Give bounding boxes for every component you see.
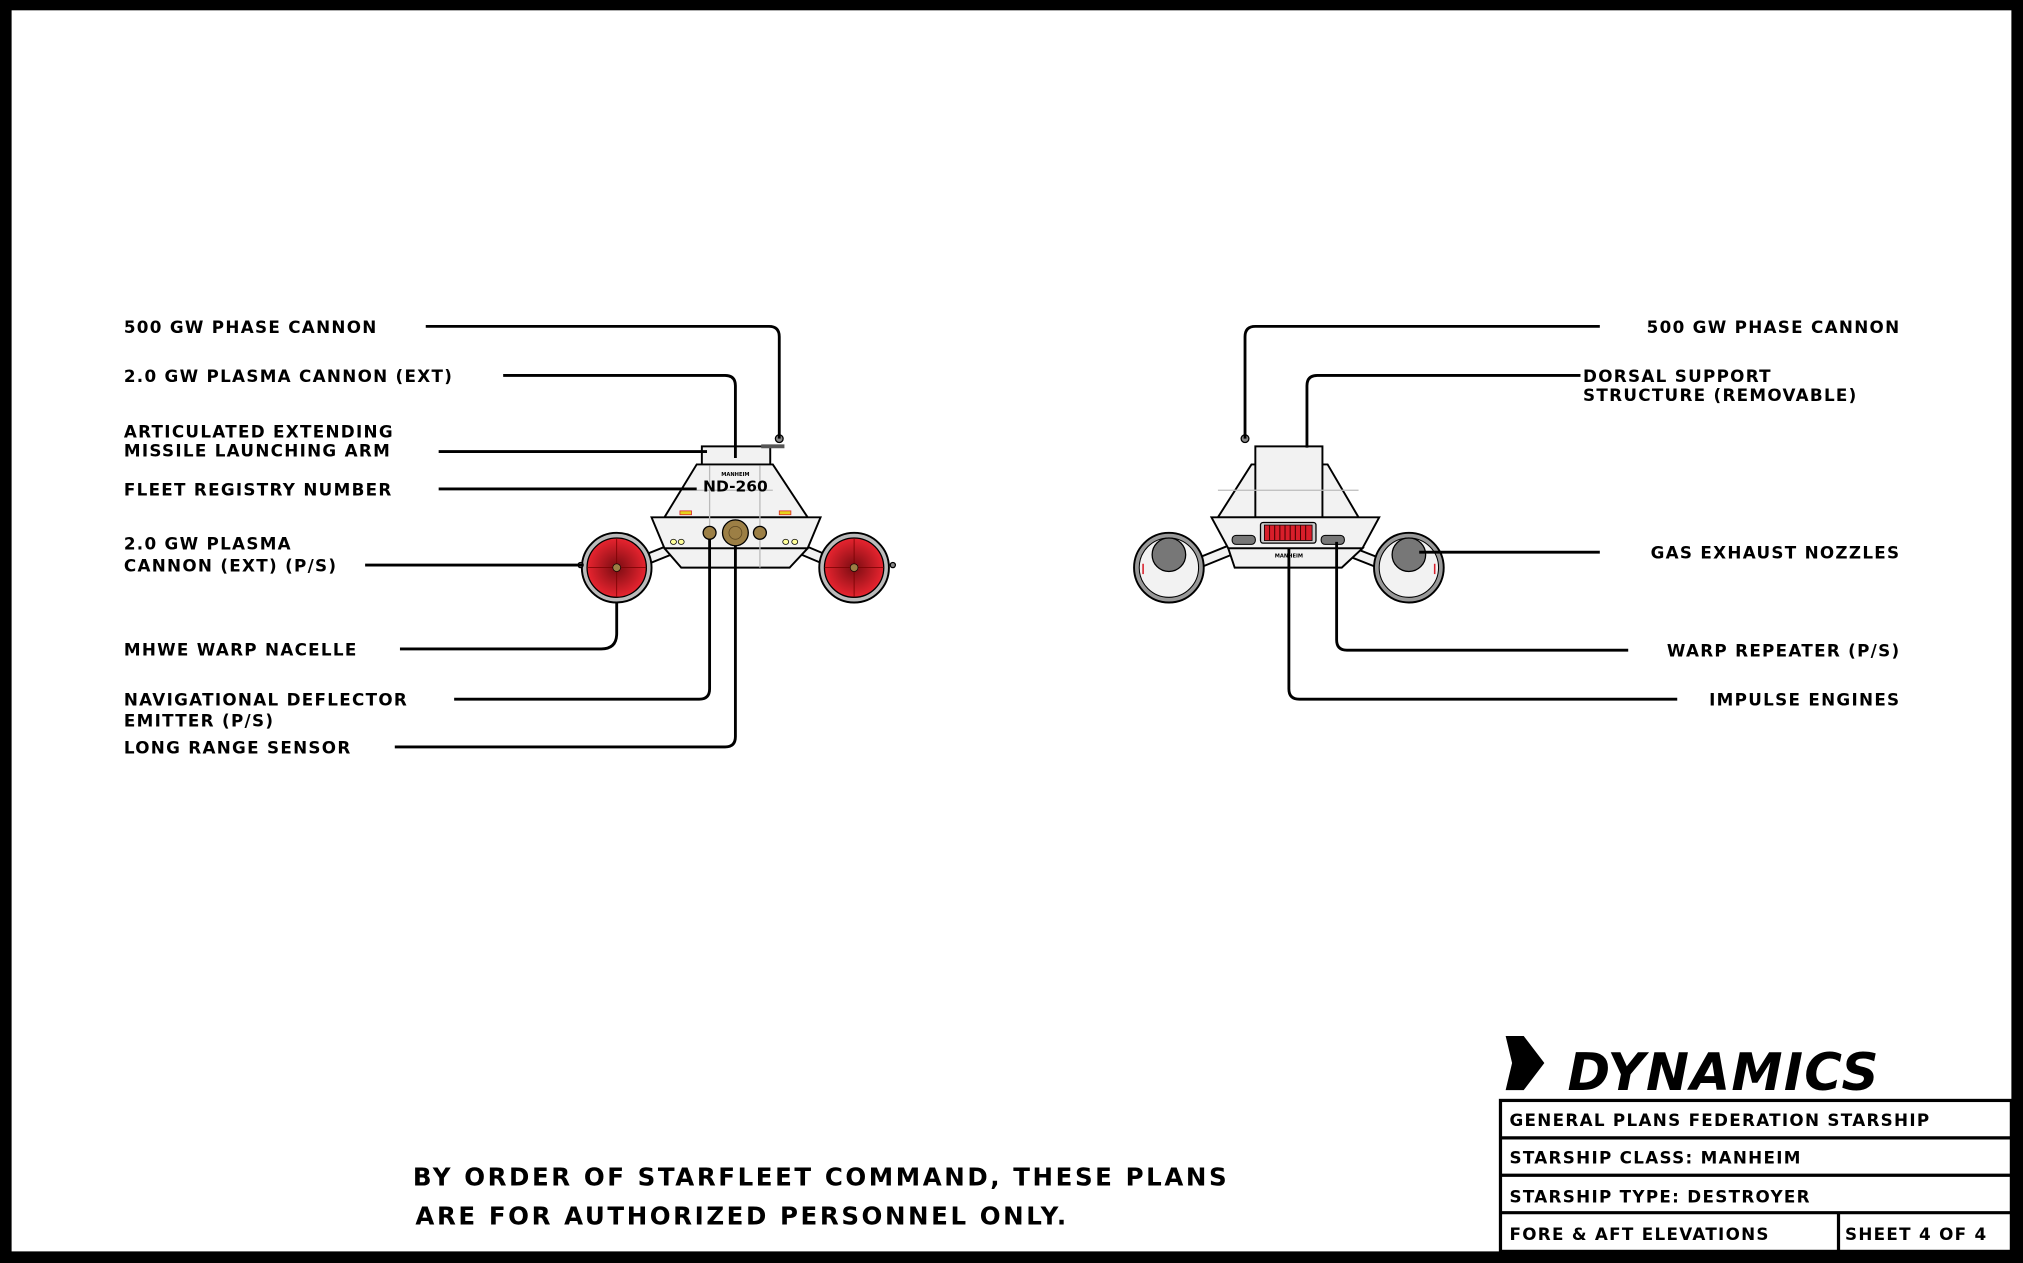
label-missile-arm-2: MISSILE LAUNCHING ARM	[124, 441, 391, 461]
label-dorsal-2: STRUCTURE (REMOVABLE)	[1583, 385, 1858, 405]
label-aft-phase-cannon: 500 GW PHASE CANNON	[1647, 317, 1901, 337]
notice-line-1: BY ORDER OF STARFLEET COMMAND, THESE PLA…	[413, 1163, 1229, 1192]
aft-nacelle-port	[1133, 531, 1205, 604]
title-general-plans: GENERAL PLANS FEDERATION STARSHIP	[1510, 1110, 1931, 1130]
label-exhaust: GAS EXHAUST NOZZLES	[1651, 543, 1901, 563]
exhaust-nozzles	[1391, 537, 1427, 573]
warp-repeater	[1231, 534, 1256, 545]
label-plasma-cannon-ps-1: 2.0 GW PLASMA	[124, 534, 292, 554]
label-sensor: LONG RANGE SENSOR	[124, 737, 352, 757]
label-warp-repeater: WARP REPEATER (P/S)	[1667, 641, 1901, 661]
label-missile-arm-1: ARTICULATED EXTENDING	[124, 421, 394, 441]
registry-marking: ND-260	[703, 478, 768, 496]
label-plasma-cannon: 2.0 GW PLASMA CANNON (EXT)	[124, 366, 453, 386]
label-deflector-1: NAVIGATIONAL DEFLECTOR	[124, 690, 408, 710]
title-starship-class: STARSHIP CLASS: MANHEIM	[1510, 1148, 1802, 1168]
label-registry: FLEET REGISTRY NUMBER	[124, 479, 393, 499]
exhaust-nozzles	[1151, 537, 1187, 573]
aft-nacelle-starboard	[1373, 531, 1445, 604]
label-warp-nacelle: MHWE WARP NACELLE	[124, 639, 358, 659]
long-range-sensor	[721, 519, 749, 547]
label-dorsal-1: DORSAL SUPPORT	[1583, 366, 1772, 386]
warp-nacelle-starboard	[818, 531, 890, 604]
dynamics-logo: DYNAMICS	[1505, 1035, 1880, 1103]
label-deflector-2: EMITTER (P/S)	[124, 710, 274, 730]
chevron-icon	[1505, 1035, 1545, 1091]
title-sheet-number: SHEET 4 OF 4	[1845, 1224, 1987, 1244]
deflector-emitter	[702, 525, 717, 540]
class-marking: MANHEIM	[721, 472, 749, 478]
title-view: FORE & AFT ELEVATIONS	[1510, 1224, 1770, 1244]
drawing-area	[11, 10, 2012, 1252]
label-phase-cannon: 500 GW PHASE CANNON	[124, 317, 378, 337]
fore-callouts: 500 GW PHASE CANNON 2.0 GW PLASMA CANNON…	[124, 317, 781, 757]
label-impulse: IMPULSE ENGINES	[1709, 690, 1900, 710]
warp-repeater	[1320, 534, 1345, 545]
deflector-emitter	[752, 525, 768, 540]
label-plasma-cannon-ps-2: CANNON (EXT) (P/S)	[124, 556, 337, 576]
title-block: GENERAL PLANS FEDERATION STARSHIP STARSH…	[1498, 1098, 2014, 1254]
logo-text: DYNAMICS	[1568, 1043, 1880, 1103]
title-starship-type: STARSHIP TYPE: DESTROYER	[1510, 1186, 1811, 1206]
notice-line-2: ARE FOR AUTHORIZED PERSONNEL ONLY.	[415, 1201, 1068, 1230]
aft-callouts: 500 GW PHASE CANNON DORSAL SUPPORT STRUC…	[1243, 317, 1901, 710]
warp-nacelle-port	[580, 531, 653, 604]
